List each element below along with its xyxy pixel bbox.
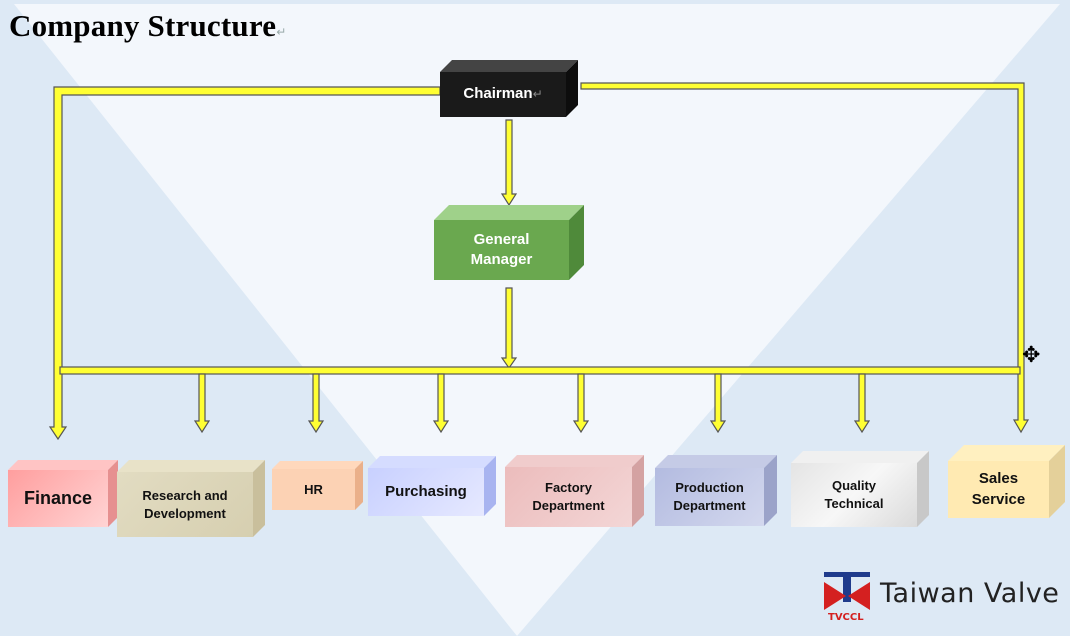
dept-finance-label: Finance	[23, 488, 93, 509]
dept-purchasing: Purchasing	[368, 456, 496, 516]
dept-sales-service: Sales Service	[948, 445, 1065, 518]
dept-finance: Finance	[8, 460, 118, 527]
dept-hr: HR	[272, 461, 363, 510]
dept-factory-department-label: Factory Department	[532, 480, 605, 513]
drop-arrow-purchasing	[432, 373, 450, 434]
dept-research-development: Research and Development	[117, 460, 265, 537]
svg-text:TVCCL: TVCCL	[828, 612, 864, 622]
dept-purchasing-label: Purchasing	[385, 482, 467, 500]
tvccl-logo-icon: TVCCL	[824, 572, 870, 622]
drop-arrow-rd	[193, 373, 211, 434]
drop-arrow-hr	[307, 373, 325, 434]
drop-arrow-production	[709, 373, 727, 434]
dept-factory-department: Factory Department	[505, 455, 644, 527]
dept-hr-label: HR	[304, 481, 323, 497]
drop-arrow-factory	[572, 373, 590, 434]
connector-chairman-right	[580, 82, 1030, 434]
dept-production-department-label: Production Department	[673, 480, 746, 513]
connector-chairman-gm	[500, 119, 518, 207]
page-title: Company Structure↵	[9, 8, 287, 43]
logo-brand-text: Taiwan Valve	[880, 578, 1060, 609]
connector-bus	[59, 366, 1021, 375]
connector-gm-bus	[500, 287, 518, 370]
move-cursor-icon: ✥	[1022, 343, 1041, 368]
dept-quality-technical: Quality Technical	[791, 451, 929, 527]
drop-arrow-quality	[853, 373, 871, 434]
dept-sales-service-label: Sales Service	[971, 470, 1026, 508]
connector-chairman-left	[48, 86, 441, 441]
dept-production-department: Production Department	[655, 455, 777, 526]
general-manager-box: General Manager	[434, 205, 584, 280]
chairman-box: Chairman↵	[440, 60, 578, 117]
general-manager-label: General Manager	[470, 230, 533, 268]
chairman-label: Chairman	[463, 85, 533, 103]
dept-research-development-label: Research and Development	[142, 487, 228, 521]
dept-quality-technical-label: Quality Technical	[824, 478, 884, 511]
